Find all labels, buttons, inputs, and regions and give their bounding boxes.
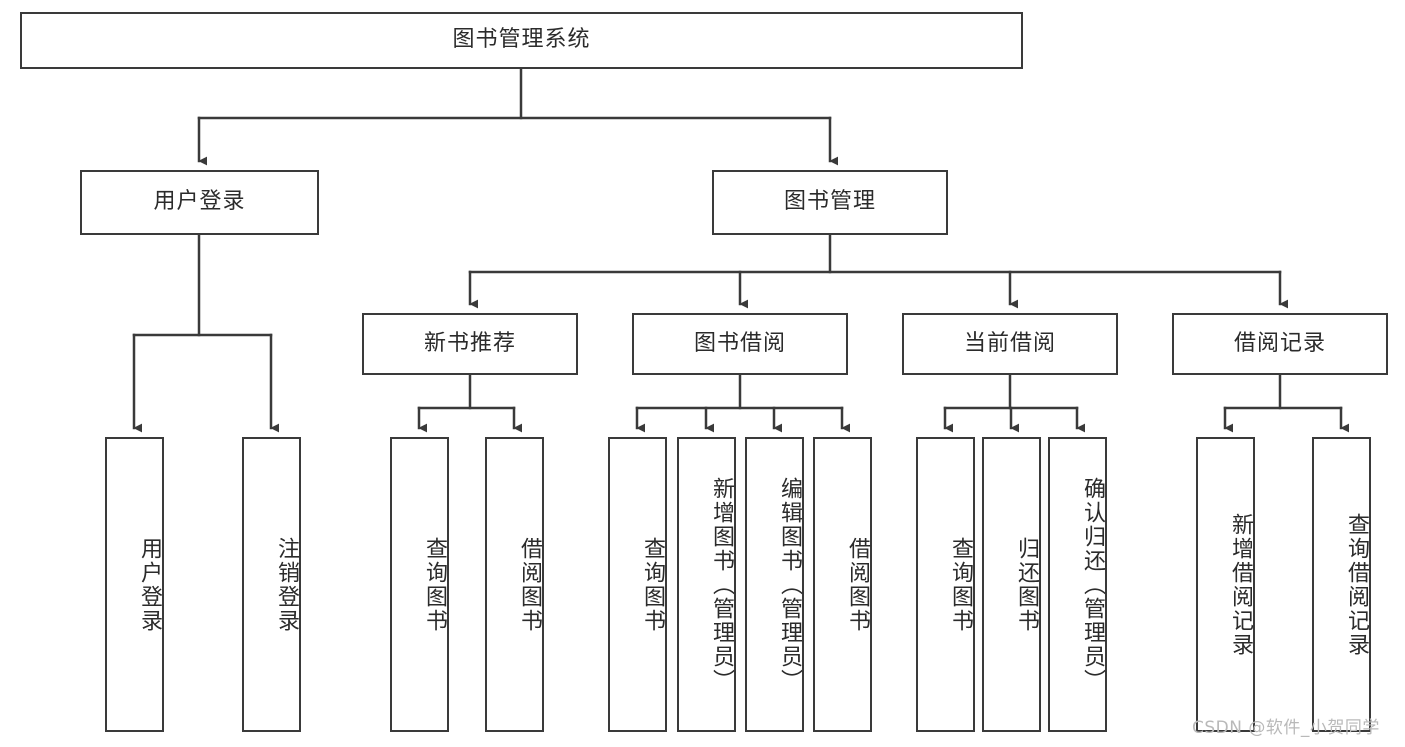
node-leaf-confirm-return-admin[interactable]: 确认归还（管理员） xyxy=(1048,437,1107,732)
node-leaf-query-book-borrow-label: 查询图书 xyxy=(640,536,665,633)
node-root-label: 图书管理系统 xyxy=(452,27,591,53)
node-leaf-edit-book-admin[interactable]: 编辑图书（管理员） xyxy=(745,437,804,732)
node-leaf-borrow-book-rec-label: 借阅图书 xyxy=(517,536,542,633)
node-leaf-query-book-rec[interactable]: 查询图书 xyxy=(390,437,449,732)
node-book-management[interactable]: 图书管理 xyxy=(712,170,948,235)
node-leaf-borrow-book[interactable]: 借阅图书 xyxy=(813,437,872,732)
node-leaf-logout[interactable]: 注销登录 xyxy=(242,437,301,732)
node-leaf-confirm-return-admin-label: 确认归还（管理员） xyxy=(1080,476,1105,693)
node-user-login[interactable]: 用户登录 xyxy=(80,170,319,235)
node-leaf-user-login-label: 用户登录 xyxy=(137,536,162,633)
node-leaf-logout-label: 注销登录 xyxy=(274,536,299,633)
node-book-borrow-label: 图书借阅 xyxy=(693,330,786,356)
node-leaf-query-book-rec-label: 查询图书 xyxy=(422,536,447,633)
node-new-book-recommend[interactable]: 新书推荐 xyxy=(362,313,578,375)
node-leaf-return-book[interactable]: 归还图书 xyxy=(982,437,1041,732)
node-leaf-query-borrow-record[interactable]: 查询借阅记录 xyxy=(1312,437,1371,732)
node-borrow-record-label: 借阅记录 xyxy=(1233,330,1326,356)
node-new-book-recommend-label: 新书推荐 xyxy=(423,330,516,356)
node-user-login-label: 用户登录 xyxy=(153,189,246,215)
node-leaf-add-book-admin-label: 新增图书（管理员） xyxy=(709,476,734,693)
watermark: CSDN @软件_小贺同学 xyxy=(1192,718,1380,738)
node-root[interactable]: 图书管理系统 xyxy=(20,12,1023,69)
node-leaf-add-book-admin[interactable]: 新增图书（管理员） xyxy=(677,437,736,732)
node-borrow-record[interactable]: 借阅记录 xyxy=(1172,313,1388,375)
node-leaf-borrow-book-label: 借阅图书 xyxy=(845,536,870,633)
node-leaf-query-borrow-record-label: 查询借阅记录 xyxy=(1344,512,1369,657)
node-leaf-add-borrow-record[interactable]: 新增借阅记录 xyxy=(1196,437,1255,732)
node-current-borrow-label: 当前借阅 xyxy=(963,330,1056,356)
node-leaf-borrow-book-rec[interactable]: 借阅图书 xyxy=(485,437,544,732)
node-book-borrow[interactable]: 图书借阅 xyxy=(632,313,848,375)
node-leaf-user-login[interactable]: 用户登录 xyxy=(105,437,164,732)
node-leaf-edit-book-admin-label: 编辑图书（管理员） xyxy=(777,476,802,693)
node-book-management-label: 图书管理 xyxy=(783,189,876,215)
node-leaf-query-book-current[interactable]: 查询图书 xyxy=(916,437,975,732)
node-leaf-return-book-label: 归还图书 xyxy=(1014,536,1039,633)
node-current-borrow[interactable]: 当前借阅 xyxy=(902,313,1118,375)
node-leaf-query-book-current-label: 查询图书 xyxy=(948,536,973,633)
node-leaf-query-book-borrow[interactable]: 查询图书 xyxy=(608,437,667,732)
node-leaf-add-borrow-record-label: 新增借阅记录 xyxy=(1228,512,1253,657)
